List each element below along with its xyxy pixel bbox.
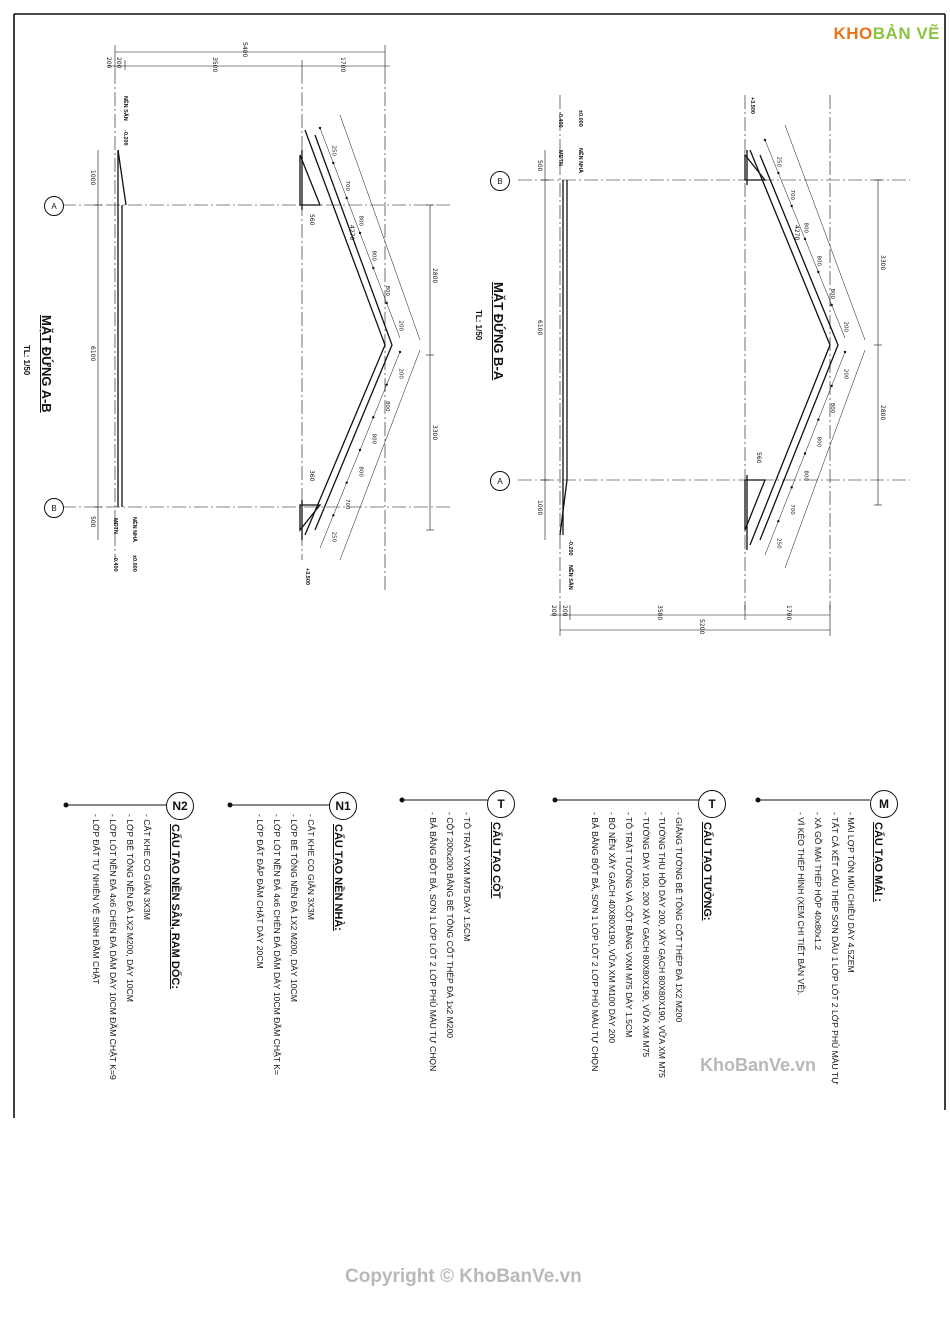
logo-prefix: KHO	[833, 24, 873, 43]
note-title-floor-yard: CẤU TẠO NỀN SÂN, RAM DỐC:	[169, 824, 181, 989]
note-roof-line-2: - TẤT CẢ KẾT CẤU THÉP SƠN DẦU 1 LỚP LÓT …	[830, 812, 840, 1085]
note-wall-line-5: - BÓ NỀN XÂY GẠCH 40X80X190, VỮA XM M100…	[607, 812, 617, 1044]
ab-rafter-dim: 800	[384, 286, 390, 297]
note-wall-line-4: - TÔ TRÁT TƯỜNG VÀ CỘT BẰNG VXM M75 DÀY …	[624, 812, 634, 1038]
ab-purlin-mark	[358, 231, 362, 235]
ba-grid-bubble-a: A	[490, 471, 510, 491]
ba-rafter-dim: 800	[816, 437, 822, 448]
ab-rafter-dim: 250	[331, 532, 337, 543]
note-floor-yard-line-4: - LỚP ĐẤT TỰ NHIÊN VỆ SINH ĐẦM CHẶT	[91, 814, 101, 985]
ab-rafter-dim: 250	[331, 146, 337, 157]
note-floor-yard-line-3: - LỚP LÓT NỀN ĐÁ 4x6 CHÈN ĐÁ DĂM DÀY 10C…	[108, 814, 118, 1080]
ba-purlin-mark	[790, 486, 793, 489]
note-tag-wall: T	[698, 790, 726, 818]
ba-rafter-dim: 800	[802, 223, 808, 234]
ab-purlin-mark	[345, 196, 348, 200]
ba-purlin-mark	[777, 519, 780, 523]
watermark-bottom: Copyright © KhoBanVe.vn	[345, 1266, 582, 1287]
note-wall-line-2: - TƯỜNG THU HỒI DÀY 200, XÂY GẠCH 80X80X…	[657, 812, 667, 1078]
note-column-line-2: - CỘT 200x200 BẰNG BÊ TÔNG CỐT THÉP ĐÁ 1…	[445, 812, 455, 1039]
ba-purlin-mark	[830, 303, 833, 307]
ba-rafter-dim: 700	[789, 504, 795, 515]
ba-rafter-dim: 250	[776, 538, 782, 549]
note-floor-yard-line-2: - LỚP BÊ TÔNG NỀN ĐÁ 1X2 M200, DÀY 10CM	[125, 814, 135, 1002]
ba-purlin-mark	[830, 384, 833, 388]
ab-rafter-dim: 800	[384, 401, 390, 412]
ba-purlin-mark	[803, 452, 807, 455]
ba-rafter-dim: 800	[816, 256, 822, 267]
ab-purlin-mark	[332, 514, 335, 517]
ab-rafter-dim: 800	[357, 466, 363, 477]
ba-purlin-mark	[803, 237, 807, 241]
ba-grid-bubble-b: B	[490, 171, 510, 191]
ab-rafter-dim: 200	[397, 368, 403, 379]
ba-rafter-dim: 800	[829, 289, 835, 300]
ab-purlin-mark	[372, 266, 375, 270]
note-tag-floor-yard: N2	[166, 792, 194, 820]
ba-purlin-mark	[790, 204, 793, 208]
note-roof-line-4: - VÌ KÈO THÉP HÌNH (XEM CHI TIẾT BẢN VẼ)…	[796, 812, 806, 996]
note-column-line-3: - BẢ BẰNG BỘT BẢ, SƠN 1 LỚP LÓT 2 LỚP PH…	[428, 812, 438, 1072]
ba-rafter-dim: 200	[842, 369, 848, 380]
note-wall-line-1: - GIẰNG TƯỜNG BÊ TÔNG CỐT THÉP ĐÁ 1X2 M2…	[674, 812, 684, 1023]
ab-purlin-mark	[385, 301, 388, 305]
ab-purlin-mark	[372, 416, 375, 419]
note-title-roof: CẤU TẠO MÁI :	[872, 822, 884, 903]
ab-purlin-mark	[398, 350, 402, 354]
note-tag-column: T	[487, 790, 515, 818]
ba-rafter-dim: 800	[802, 470, 808, 481]
note-roof-line-3: - XÀ GỒ MÁI THÉP HỘP 40x80x1.2	[813, 812, 823, 951]
ab-rafter-dim: 700	[344, 181, 350, 192]
ba-rafter-dim: 200	[842, 322, 848, 333]
note-floor-house-line-2: - LỚP BÊ TÔNG NỀN ĐÁ 1X2 M200, DÀY 10CM	[289, 814, 299, 1002]
note-roof-line-1: - MÁI LỢP TÔN MÚI CHIỀU DÀY 4.5ZEM	[846, 812, 856, 973]
ab-purlin-mark	[332, 161, 335, 165]
ba-rafter-dim: 700	[789, 190, 795, 201]
note-wall-line-6: - BẢ BẰNG BỘT BẢ, SƠN 1 LỚP LÓT 2 LỚP PH…	[590, 812, 600, 1072]
note-tag-roof: M	[870, 790, 898, 818]
watermark-right: KhoBanVe.vn	[700, 1055, 817, 1075]
note-floor-house-line-1: - CẮT KHE CO GIÃN 3X3M	[306, 814, 316, 920]
ab-purlin-mark	[345, 481, 348, 484]
note-floor-yard-line-1: - CẮT KHE CO GIÃN 3X3M	[142, 814, 152, 920]
ba-purlin-mark	[763, 138, 767, 142]
ab-purlin-mark	[385, 383, 388, 386]
note-title-floor-house: CẤU TẠO NỀN NHÀ:	[332, 824, 344, 931]
note-column-line-1: - TÔ TRÁT VXM M75 DÀY 1.5CM	[462, 812, 472, 942]
logo-suffix: BẢN VẼ	[872, 24, 940, 43]
note-tag-floor-house: N1	[329, 792, 357, 820]
ba-rafter-dim: 250	[776, 157, 782, 168]
ab-rafter-dim: 800	[357, 216, 363, 227]
note-floor-house-line-4: - LỚP ĐẤT ĐẮP ĐẦM CHẶT DÀY 20CM	[255, 814, 265, 969]
ab-grid-bubble-a: A	[44, 196, 64, 216]
ba-purlin-mark	[777, 171, 780, 175]
ab-rafter-dim: 200	[397, 321, 403, 332]
ba-purlin-mark	[817, 270, 820, 274]
note-floor-house-line-3: - LỚP LÓT NỀN ĐÁ 4x6 CHÈN ĐÁ DĂM DÀY 10C…	[272, 814, 282, 1076]
ab-grid-bubble-b: B	[44, 498, 64, 518]
ab-purlin-mark	[318, 126, 322, 130]
note-wall-line-3: - TƯỜNG DÀY 100, 200 XÂY GẠCH 80X80X190,…	[641, 812, 651, 1058]
ab-purlin-mark	[358, 448, 362, 452]
ba-rafter-dim: 800	[829, 403, 835, 414]
khobanve-logo: KHOBẢN VẼ	[833, 24, 940, 44]
note-title-column: CẤU TẠO CỘT	[490, 822, 502, 899]
note-title-wall: CẤU TẠO TƯỜNG:	[701, 822, 713, 921]
ba-purlin-mark	[817, 418, 820, 421]
ab-rafter-dim: 800	[371, 251, 377, 262]
ab-rafter-dim: 800	[371, 434, 377, 445]
ba-purlin-mark	[843, 350, 847, 354]
ab-rafter-dim: 700	[344, 499, 350, 510]
